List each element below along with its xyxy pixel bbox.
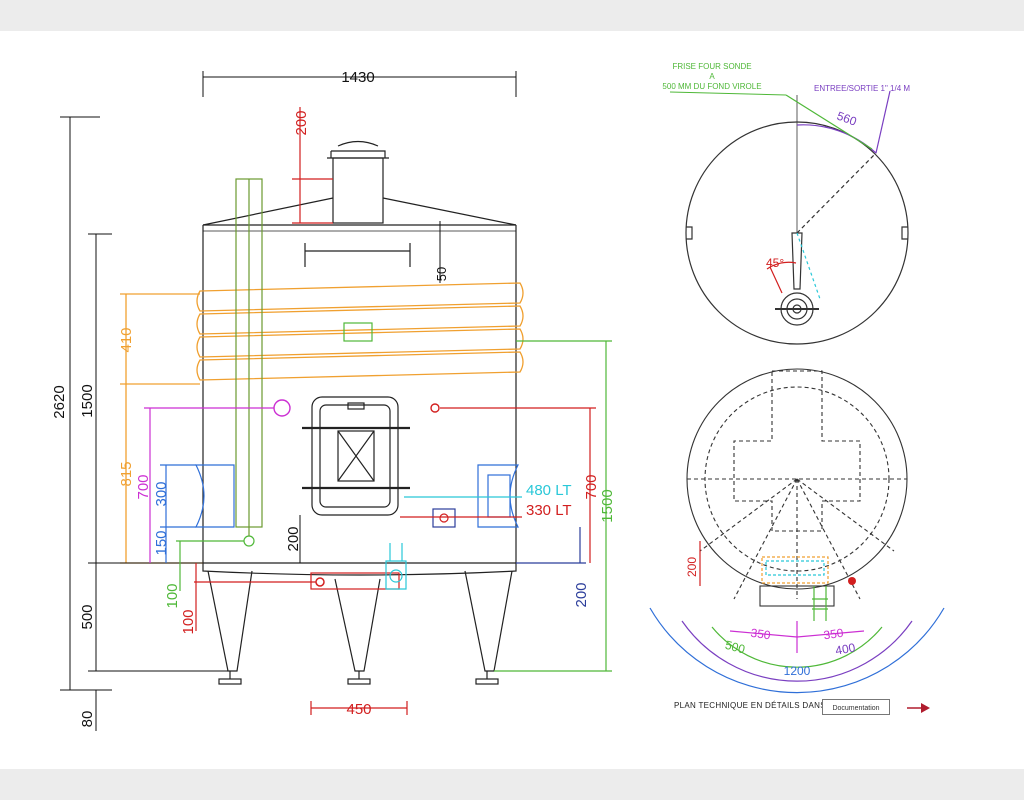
dim-green-1500 xyxy=(494,340,612,672)
dim-label-black-200: 200 xyxy=(285,526,302,551)
drain-valve-icon xyxy=(432,508,456,528)
arrow-right-icon[interactable] xyxy=(905,701,933,715)
dim-label-blue-150: 150 xyxy=(153,530,170,555)
probe-label-line3: 500 MM DU FOND VIROLE xyxy=(662,82,761,91)
bottom-outlet-icon xyxy=(315,577,325,587)
bottom-view-arcs xyxy=(649,607,945,694)
bottom-dim-400: 400 xyxy=(834,640,856,657)
dim-label-manhole-top: 200 xyxy=(293,110,310,135)
thermometer-icon xyxy=(273,399,291,417)
dim-red-100 xyxy=(194,563,316,631)
dim-label-jacket-bottom: 815 xyxy=(118,461,135,486)
dim-label-foot-height: 80 xyxy=(79,711,96,728)
technical-drawing: 1430 2620 1500 500 80 200 50 410 815 xyxy=(51,62,945,731)
volume-480-label: 480 LT xyxy=(526,482,572,499)
dim-label-total-height: 2620 xyxy=(51,385,68,418)
dim-body-height xyxy=(88,233,203,564)
drain-valve-center-icon xyxy=(439,513,449,523)
arc-560-label: 560 xyxy=(835,109,859,129)
angle-45-label: 45° xyxy=(766,256,784,270)
dim-label-body-height: 1500 xyxy=(79,384,96,417)
bottom-dim-350-left: 350 xyxy=(750,626,772,643)
top-band xyxy=(0,0,1024,31)
inlet-label: ENTREE/SORTIE 1" 1/4 M xyxy=(814,84,910,93)
dim-label-blue-300: 300 xyxy=(153,481,170,506)
top-view-angle xyxy=(766,261,797,294)
bottom-dim-500: 500 xyxy=(724,638,747,657)
probe-label-line2: A xyxy=(709,72,715,81)
sample-valve-icon xyxy=(430,403,440,413)
dim-label-red-100: 100 xyxy=(180,609,197,634)
dim-label-inner-50: 50 xyxy=(434,267,449,281)
probe-leader xyxy=(785,94,873,150)
probe-label-underline xyxy=(669,91,787,96)
dim-green-100 xyxy=(176,540,244,591)
jacket-plate xyxy=(343,322,373,342)
dim-foot-height xyxy=(88,689,112,731)
dim-label-leg-spacing: 450 xyxy=(346,701,371,718)
dim-label-navy-200: 200 xyxy=(573,582,590,607)
bottom-view-red-fitting-icon xyxy=(848,577,856,585)
probe-label-line1: FRISE FOUR SONDE xyxy=(672,62,751,71)
dim-label-leg-height: 500 xyxy=(79,604,96,629)
dim-label-magenta-700: 700 xyxy=(135,474,152,499)
bottom-band xyxy=(0,769,1024,800)
dim-red-700 xyxy=(440,407,596,563)
bottom-dim-350-right: 350 xyxy=(823,626,845,643)
dim-label-red-700: 700 xyxy=(583,474,600,499)
dim-label-width-top: 1430 xyxy=(341,69,374,86)
dim-manhole-top xyxy=(292,107,333,224)
dim-magenta-700 xyxy=(144,407,274,563)
level-gauge xyxy=(235,178,263,547)
bottom-view-orange-box xyxy=(761,556,829,584)
bottom-dim-200: 200 xyxy=(685,557,699,577)
dim-blue-valve xyxy=(160,464,196,563)
cooling-jacket xyxy=(120,282,524,564)
dim-label-green-1500: 1500 xyxy=(599,489,616,522)
tank-top-view xyxy=(685,95,909,345)
dim-label-green-100: 100 xyxy=(164,583,181,608)
bottom-dim-1200: 1200 xyxy=(784,664,811,678)
side-valves xyxy=(195,464,519,528)
volume-330-label: 330 LT xyxy=(526,502,572,519)
footer-caption: PLAN TECHNIQUE EN DÉTAILS DANS xyxy=(674,701,826,710)
bottom-view-green-valve xyxy=(812,586,828,621)
dim-leg-height xyxy=(88,563,228,672)
drawing-sheet: 1430 2620 1500 500 80 200 50 410 815 xyxy=(0,31,1024,769)
dim-label-jacket-height: 410 xyxy=(118,327,135,352)
dim-leg-spacing xyxy=(310,701,408,715)
bottom-view-cyan-box xyxy=(765,560,825,576)
tank-bottom-view xyxy=(686,368,908,607)
dim-width-top xyxy=(202,71,517,97)
dim-navy-200 xyxy=(516,527,586,564)
tank-front-view xyxy=(202,140,517,685)
cyan-outlet xyxy=(385,543,407,590)
documentation-button[interactable]: Documentation xyxy=(822,699,890,715)
